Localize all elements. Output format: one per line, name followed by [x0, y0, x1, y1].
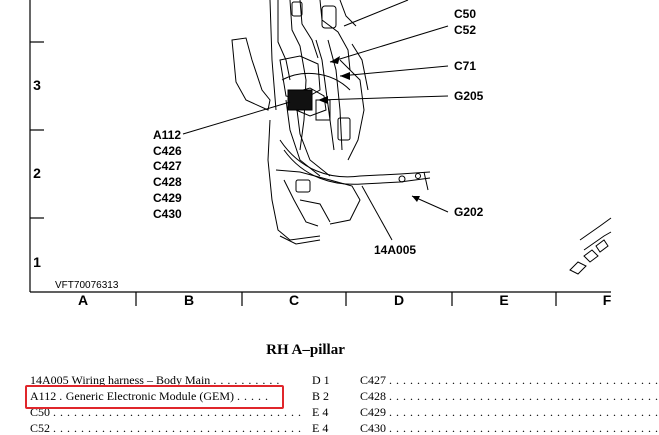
section-title: RH A–pillar: [266, 342, 345, 358]
row-label-1: 1: [33, 254, 41, 270]
callout-c427: C427: [153, 159, 182, 173]
callout-a112: A112: [153, 128, 181, 142]
column-label-b: B: [184, 292, 194, 308]
index-description: Wiring harness – Body Main: [71, 373, 211, 387]
callout-c52: C52: [454, 23, 476, 37]
callout-c426: C426: [153, 144, 182, 158]
figure-id: VFT70076313: [55, 280, 119, 291]
index-leader-dots: .: [59, 389, 63, 403]
index-leader-dots: . . . . . . . . . . . . . . . . . . . . …: [389, 405, 659, 419]
index-leader-dots: . . . . . . . . . . . . . . . . . . . . …: [389, 373, 659, 387]
index-leader-dots: . . . . . . . . . . . . . . . . . . . . …: [53, 421, 302, 435]
callout-g202: G202: [454, 205, 484, 219]
callout-c50: C50: [454, 7, 476, 21]
index-leader-dots: . . . . . . . . . . . . . . . . . . . . …: [389, 421, 659, 435]
index-code: C429: [360, 405, 387, 419]
index-row-c52: C52 . . . . . . . . . . . . . . . . . . …: [30, 421, 332, 435]
row-label-3: 3: [33, 77, 41, 93]
callout-c428: C428: [153, 175, 182, 189]
leader-arrowheads: [318, 56, 420, 202]
index-row-14a005: 14A005 Wiring harness – Body Main . . . …: [30, 373, 332, 387]
index-row-c428: C428 . . . . . . . . . . . . . . . . . .…: [360, 389, 658, 403]
index-code: C430: [360, 421, 387, 435]
index-code: 14A005: [30, 373, 69, 387]
index-leader-dots: . . . . . . . . . . . . . . . . . . . . …: [389, 389, 659, 403]
column-label-d: D: [394, 292, 404, 308]
callout-c71: C71: [454, 59, 476, 73]
index-row-c429: C429 . . . . . . . . . . . . . . . . . .…: [360, 405, 658, 419]
row-label-2: 2: [33, 165, 41, 181]
callout-g205: G205: [454, 89, 484, 103]
index-row-a112[interactable]: A112 . Generic Electronic Module (GEM) .…: [30, 389, 332, 403]
index-row-c427: C427 . . . . . . . . . . . . . . . . . .…: [360, 373, 658, 387]
callout-c430: C430: [153, 207, 182, 221]
index-row-c430: C430 . . . . . . . . . . . . . . . . . .…: [360, 421, 658, 435]
grid-frame: [29, 0, 611, 306]
index-location: B 2: [312, 389, 330, 403]
a-pillar-drawing: [231, 0, 612, 275]
highlight-box-a112: [25, 385, 284, 409]
index-leader-dots: . . . . .: [237, 389, 269, 403]
index-location: E 4: [312, 405, 329, 419]
index-code: C428: [360, 389, 387, 403]
index-code: C52: [30, 421, 51, 435]
index-description: Generic Electronic Module (GEM): [65, 389, 235, 403]
column-label-a: A: [78, 292, 88, 308]
location-diagram: 3 2 1 A B C D E F VFT70076313: [29, 0, 612, 308]
column-label-f: F: [603, 292, 612, 308]
index-location: D 1: [312, 373, 330, 387]
column-label-e: E: [499, 292, 508, 308]
column-label-c: C: [289, 292, 299, 308]
leader-lines: [182, 0, 449, 241]
index-location: E 4: [312, 421, 329, 435]
index-code: A112: [30, 389, 57, 403]
index-leader-dots: . . . . . . . . . .: [213, 373, 280, 387]
callout-c429: C429: [153, 191, 182, 205]
index-code: C427: [360, 373, 387, 387]
callout-14a005: 14A005: [374, 243, 416, 257]
